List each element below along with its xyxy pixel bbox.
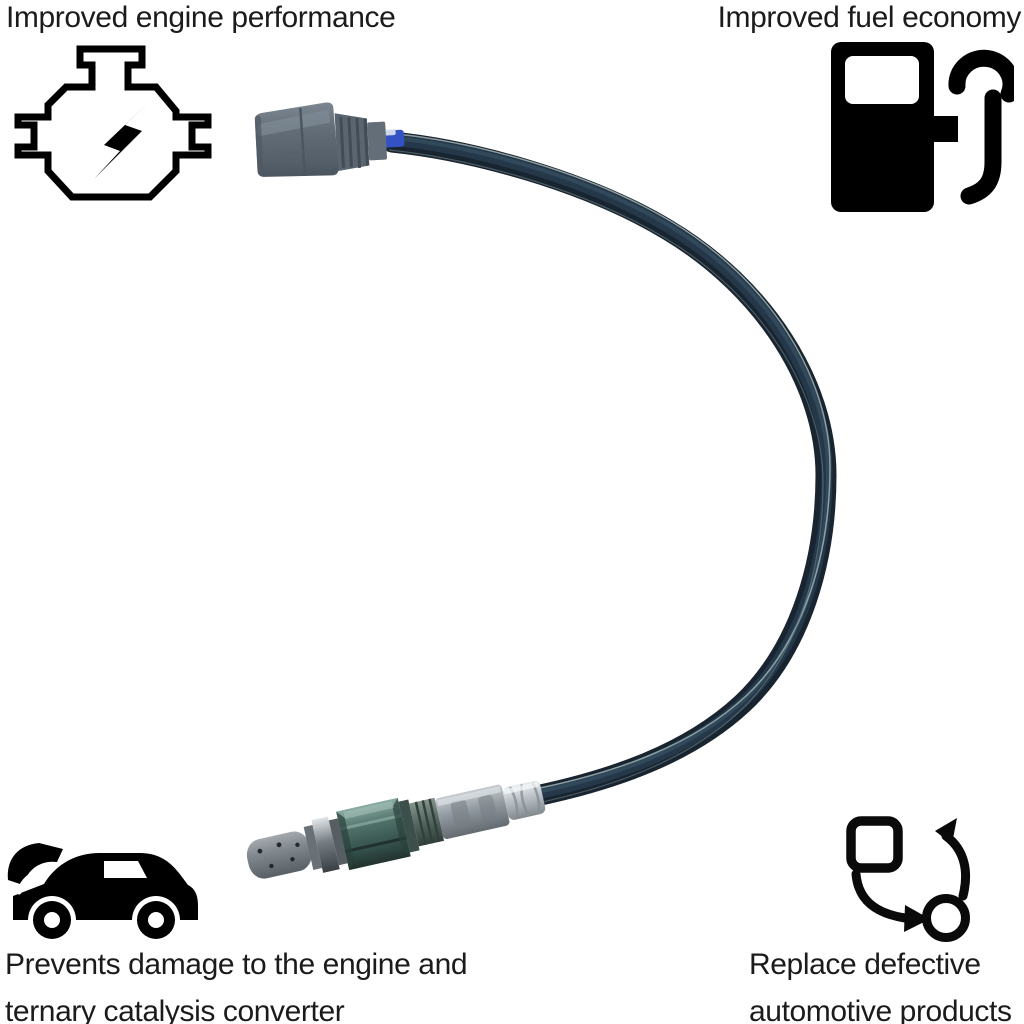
sensor-probe — [246, 780, 546, 879]
benefit-label-engine-performance: Improved engine performance — [6, 1, 396, 34]
fuel-pump-icon — [831, 42, 1014, 212]
probe-flange — [311, 816, 340, 873]
car-window — [104, 861, 147, 878]
sensor-connector-plug — [254, 102, 405, 177]
benefit-line: automotive products — [749, 995, 1012, 1024]
lightning-bolt-glyph — [94, 101, 150, 179]
probe-body-crimp — [435, 784, 510, 839]
cycle-arrow-up — [941, 831, 970, 901]
benefit-line: ternary catalysis converter — [5, 995, 345, 1024]
benefit-label-fuel-economy: Improved fuel economy — [717, 1, 1022, 34]
open-hood-flap — [7, 843, 63, 885]
nozzle-hook — [948, 49, 1014, 103]
arrowhead-right — [904, 905, 930, 932]
probe-thread — [409, 797, 445, 847]
pump-window — [845, 56, 919, 104]
sensor-cable — [381, 131, 837, 807]
arrowhead-left — [935, 818, 957, 844]
replace-parts-icon — [846, 816, 970, 942]
benefit-line: Prevents damage to the engine and — [5, 948, 468, 981]
benefit-label-prevents-damage: Prevents damage to the engine and ternar… — [5, 941, 565, 1024]
cycle-arrow-down — [851, 869, 910, 923]
check-engine-icon — [14, 45, 212, 201]
benefit-label-replace-defective: Replace defective automotive products — [749, 941, 1024, 1024]
probe-cable-sleeve — [503, 780, 546, 820]
car-open-hood-icon — [7, 843, 198, 939]
nozzle-pipe — [960, 89, 1002, 205]
probe-tip — [246, 831, 312, 879]
benefit-line: Replace defective — [749, 948, 981, 981]
probe-vent-holes — [257, 842, 300, 869]
probe-hex-nut — [336, 797, 411, 871]
